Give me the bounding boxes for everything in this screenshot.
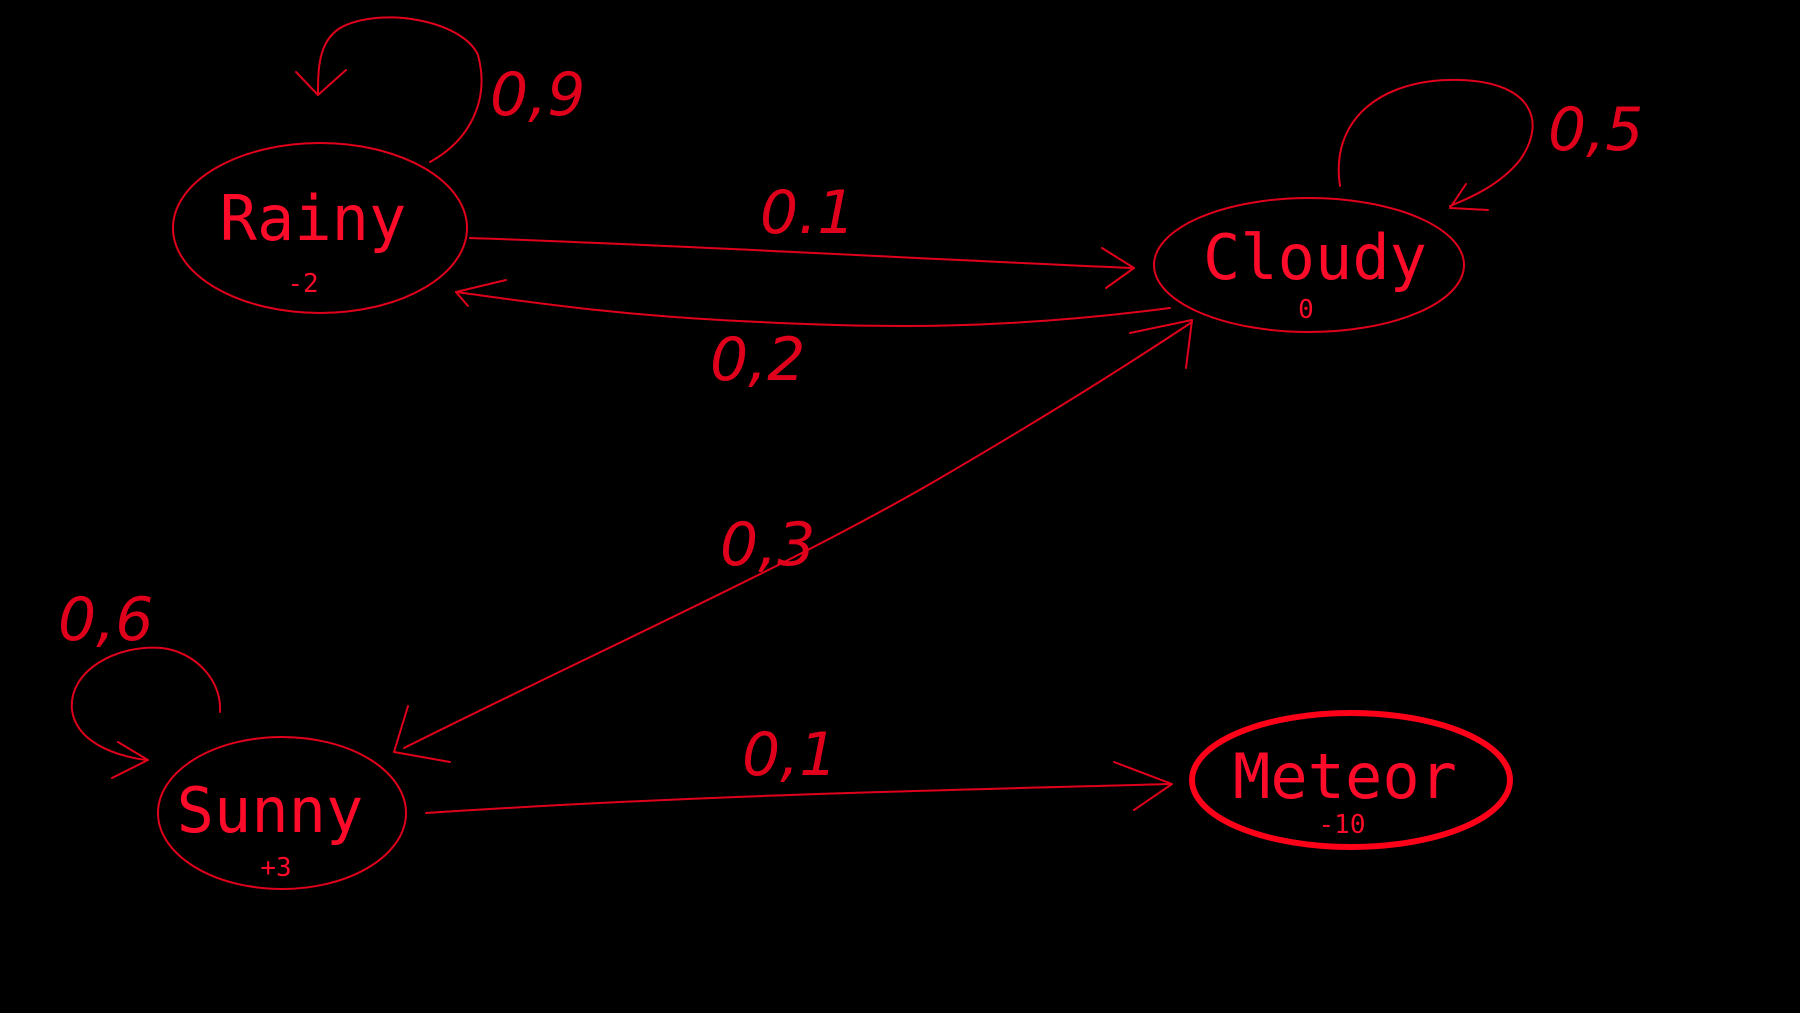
state-cloudy-reward: 0 bbox=[1298, 295, 1314, 325]
transition-sunny-sunny-label: 0,6 bbox=[58, 585, 153, 655]
state-meteor: Meteor -10 bbox=[1189, 710, 1513, 850]
transition-rainy-cloudy-arc bbox=[469, 237, 1133, 269]
state-rainy-reward: -2 bbox=[287, 269, 318, 299]
transition-cloudy-rainy-label: 0,2 bbox=[710, 325, 805, 395]
transition-rainy-rainy: 0,9 bbox=[295, 16, 585, 163]
transition-rainy-rainy-arrowhead bbox=[295, 69, 347, 96]
transition-sunny-cloudy-return-arrowhead bbox=[393, 705, 451, 763]
transition-rainy-rainy-arc bbox=[317, 16, 483, 163]
state-cloudy: Cloudy 0 bbox=[1153, 197, 1465, 333]
transition-cloudy-cloudy: 0,5 bbox=[1337, 78, 1643, 211]
state-sunny-reward: +3 bbox=[260, 853, 291, 883]
transition-cloudy-rainy: 0,2 bbox=[455, 279, 1171, 395]
state-rainy-name: Rainy bbox=[220, 182, 407, 255]
state-sunny-name: Sunny bbox=[177, 774, 364, 847]
transition-sunny-sunny-arc bbox=[70, 646, 222, 761]
state-meteor-ellipse bbox=[1189, 710, 1513, 850]
state-sunny: Sunny +3 bbox=[157, 736, 407, 890]
transition-cloudy-rainy-arrowhead bbox=[455, 279, 507, 307]
state-cloudy-name: Cloudy bbox=[1203, 221, 1427, 294]
transition-sunny-meteor-arc bbox=[425, 783, 1171, 814]
state-meteor-name: Meteor bbox=[1233, 740, 1457, 813]
transition-sunny-meteor-label: 0,1 bbox=[742, 720, 837, 790]
transition-rainy-rainy-label: 0,9 bbox=[490, 60, 585, 130]
state-sunny-ellipse bbox=[157, 736, 407, 890]
transition-rainy-cloudy-label: 0.1 bbox=[760, 178, 855, 248]
transition-rainy-cloudy-arrowhead bbox=[1101, 247, 1135, 289]
transition-cloudy-cloudy-arc bbox=[1337, 78, 1534, 207]
transition-rainy-cloudy: 0.1 bbox=[469, 178, 1135, 289]
state-rainy-ellipse bbox=[172, 142, 468, 314]
transition-sunny-sunny: 0,6 bbox=[58, 585, 222, 779]
transition-sunny-cloudy: 0,3 bbox=[393, 319, 1193, 763]
transition-sunny-sunny-arrowhead bbox=[111, 741, 149, 779]
state-meteor-reward: -10 bbox=[1319, 810, 1366, 840]
state-cloudy-ellipse bbox=[1153, 197, 1465, 333]
transition-sunny-meteor-arrowhead bbox=[1113, 761, 1173, 811]
transition-sunny-meteor: 0,1 bbox=[425, 720, 1173, 814]
transition-cloudy-cloudy-label: 0,5 bbox=[1548, 95, 1643, 165]
transition-sunny-cloudy-label: 0,3 bbox=[720, 510, 815, 580]
state-rainy: Rainy -2 bbox=[172, 142, 468, 314]
transition-cloudy-rainy-arc bbox=[455, 291, 1171, 328]
transition-sunny-cloudy-arrowhead bbox=[1129, 319, 1193, 369]
transition-sunny-cloudy-arc bbox=[403, 321, 1193, 749]
transition-cloudy-cloudy-arrowhead bbox=[1449, 183, 1489, 211]
